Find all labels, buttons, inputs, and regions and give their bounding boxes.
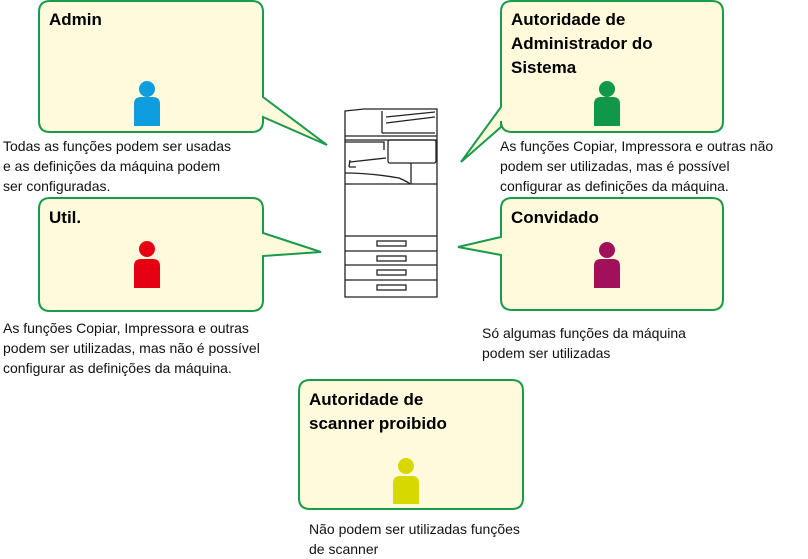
system-admin-role-title: Autoridade de Administrador do Sistema (511, 10, 653, 77)
admin-role-description: Todas as funções podem ser usadas e as d… (3, 138, 232, 194)
user-role-description: As funções Copiar, Impressora e outras p… (3, 320, 260, 376)
admin-role-title: Admin (49, 10, 102, 29)
user-person-icon (134, 241, 160, 288)
multifunction-printer-icon (344, 108, 438, 298)
scanner-prohibited-role-description: Não podem ser utilizadas funções de scan… (309, 521, 520, 557)
scanner-prohibited-person-icon (393, 458, 419, 504)
system-admin-role-description: As funções Copiar, Impressora e outras n… (500, 138, 774, 194)
system-admin-person-icon (594, 81, 620, 126)
scanner-prohibited-box (298, 379, 524, 510)
admin-speech-bubble (38, 0, 328, 146)
guest-speech-bubble (457, 197, 724, 311)
scanner-prohibited-role-title: Autoridade de scanner proibido (309, 390, 447, 433)
system-admin-speech-bubble (460, 0, 724, 163)
guest-role-title: Convidado (511, 208, 599, 227)
user-speech-bubble (38, 197, 322, 312)
user-role-title: Util. (49, 208, 82, 227)
guest-person-icon (594, 242, 620, 288)
guest-role-description: Só algumas funções da máquina podem ser … (482, 325, 686, 361)
admin-person-icon (134, 81, 160, 126)
